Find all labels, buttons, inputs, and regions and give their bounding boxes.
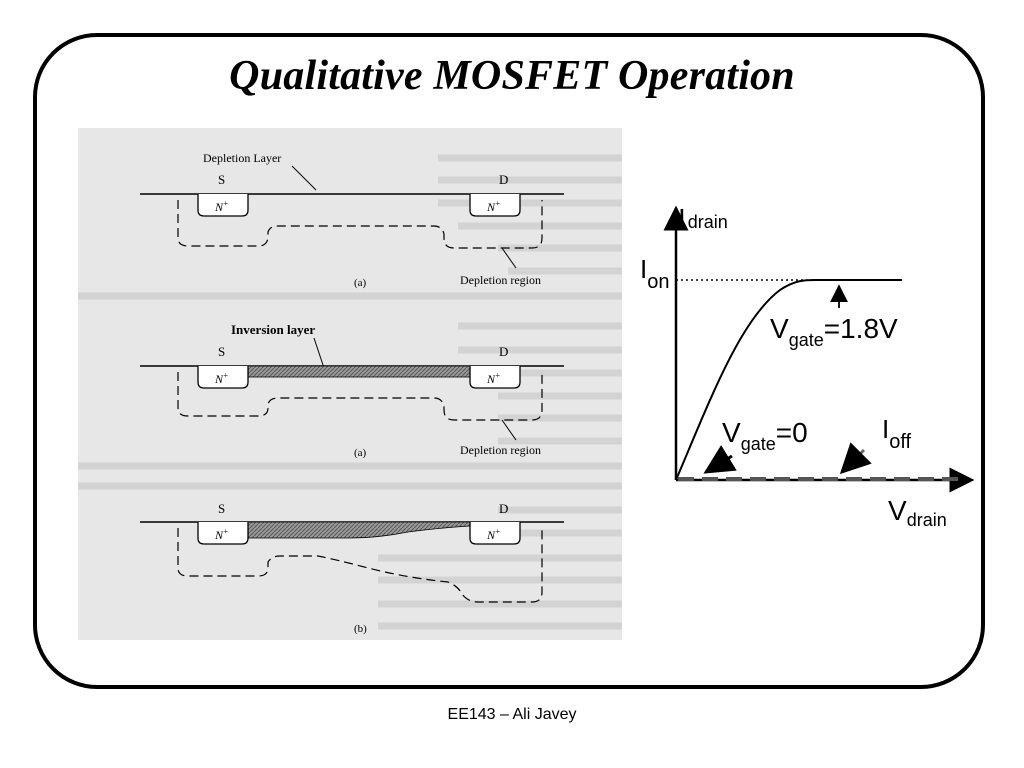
source-label: S xyxy=(218,172,225,187)
caption-a2: (a) xyxy=(354,447,367,459)
drain-label: D xyxy=(499,172,508,187)
panel-a1: Depletion Layer S D N+ N+ Depletion regi… xyxy=(140,151,564,289)
drain-n-plus-label: N+ xyxy=(486,199,500,214)
i-on-label: Ion xyxy=(640,254,669,293)
slide-frame xyxy=(33,33,985,689)
panel-a2: Inversion layer S D N+ N+ Depletion regi… xyxy=(140,322,564,459)
slide-footer: EE143 – Ali Javey xyxy=(447,706,577,723)
depletion-boundary xyxy=(177,200,543,249)
drain-n-plus-well-3 xyxy=(469,522,521,545)
source-n-plus-well xyxy=(197,194,249,217)
depletion-region-leader xyxy=(501,247,517,269)
depletion-boundary-2 xyxy=(177,372,543,421)
scan-background-texture xyxy=(78,154,622,630)
depletion-boundary-3 xyxy=(177,528,543,603)
drain-label-3: D xyxy=(499,501,508,516)
drain-n-plus-well xyxy=(469,194,521,217)
x-axis-label: Vdrain xyxy=(888,495,947,530)
depletion-layer-label: Depletion Layer xyxy=(203,151,281,165)
source-n-plus-label-3: N+ xyxy=(214,527,228,542)
inversion-layer-leader xyxy=(313,337,325,369)
caption-a1: (a) xyxy=(354,277,367,289)
panel-b: S D N+ N+ (b) xyxy=(140,501,564,635)
depletion-layer-leader xyxy=(291,165,317,191)
source-label-2: S xyxy=(218,344,225,359)
drain-n-plus-well-2 xyxy=(469,366,521,389)
drain-label-2: D xyxy=(499,344,508,359)
inversion-layer-label: Inversion layer xyxy=(231,322,315,337)
drain-n-plus-label-2: N+ xyxy=(486,371,500,386)
i-off-label: Ioff xyxy=(882,414,912,453)
source-n-plus-label-2: N+ xyxy=(214,371,228,386)
slide-title: Qualitative MOSFET Operation xyxy=(229,53,795,99)
depletion-region-leader-2 xyxy=(501,419,517,441)
source-n-plus-label: N+ xyxy=(214,199,228,214)
mosfet-cross-sections: Depletion Layer S D N+ N+ Depletion regi… xyxy=(78,151,622,635)
textbook-figure: Depletion Layer S D N+ N+ Depletion regi… xyxy=(78,128,622,640)
vgate-0-label: Vgate=0 xyxy=(722,417,808,454)
source-label-3: S xyxy=(218,501,225,516)
vgate-1p8v-curve xyxy=(675,279,902,481)
depletion-region-label-2: Depletion region xyxy=(460,443,541,457)
source-n-plus-well-2 xyxy=(197,366,249,389)
depletion-region-label: Depletion region xyxy=(460,273,541,287)
drain-n-plus-label-3: N+ xyxy=(486,527,500,542)
inversion-channel xyxy=(247,365,471,378)
vgate-0-arrow xyxy=(703,445,737,474)
pinched-inversion-channel xyxy=(247,521,471,539)
source-n-plus-well-3 xyxy=(197,522,249,545)
i-off-arrow xyxy=(839,442,872,475)
caption-b: (b) xyxy=(354,623,367,635)
vgate-1p8v-label: Vgate=1.8V xyxy=(770,313,898,350)
